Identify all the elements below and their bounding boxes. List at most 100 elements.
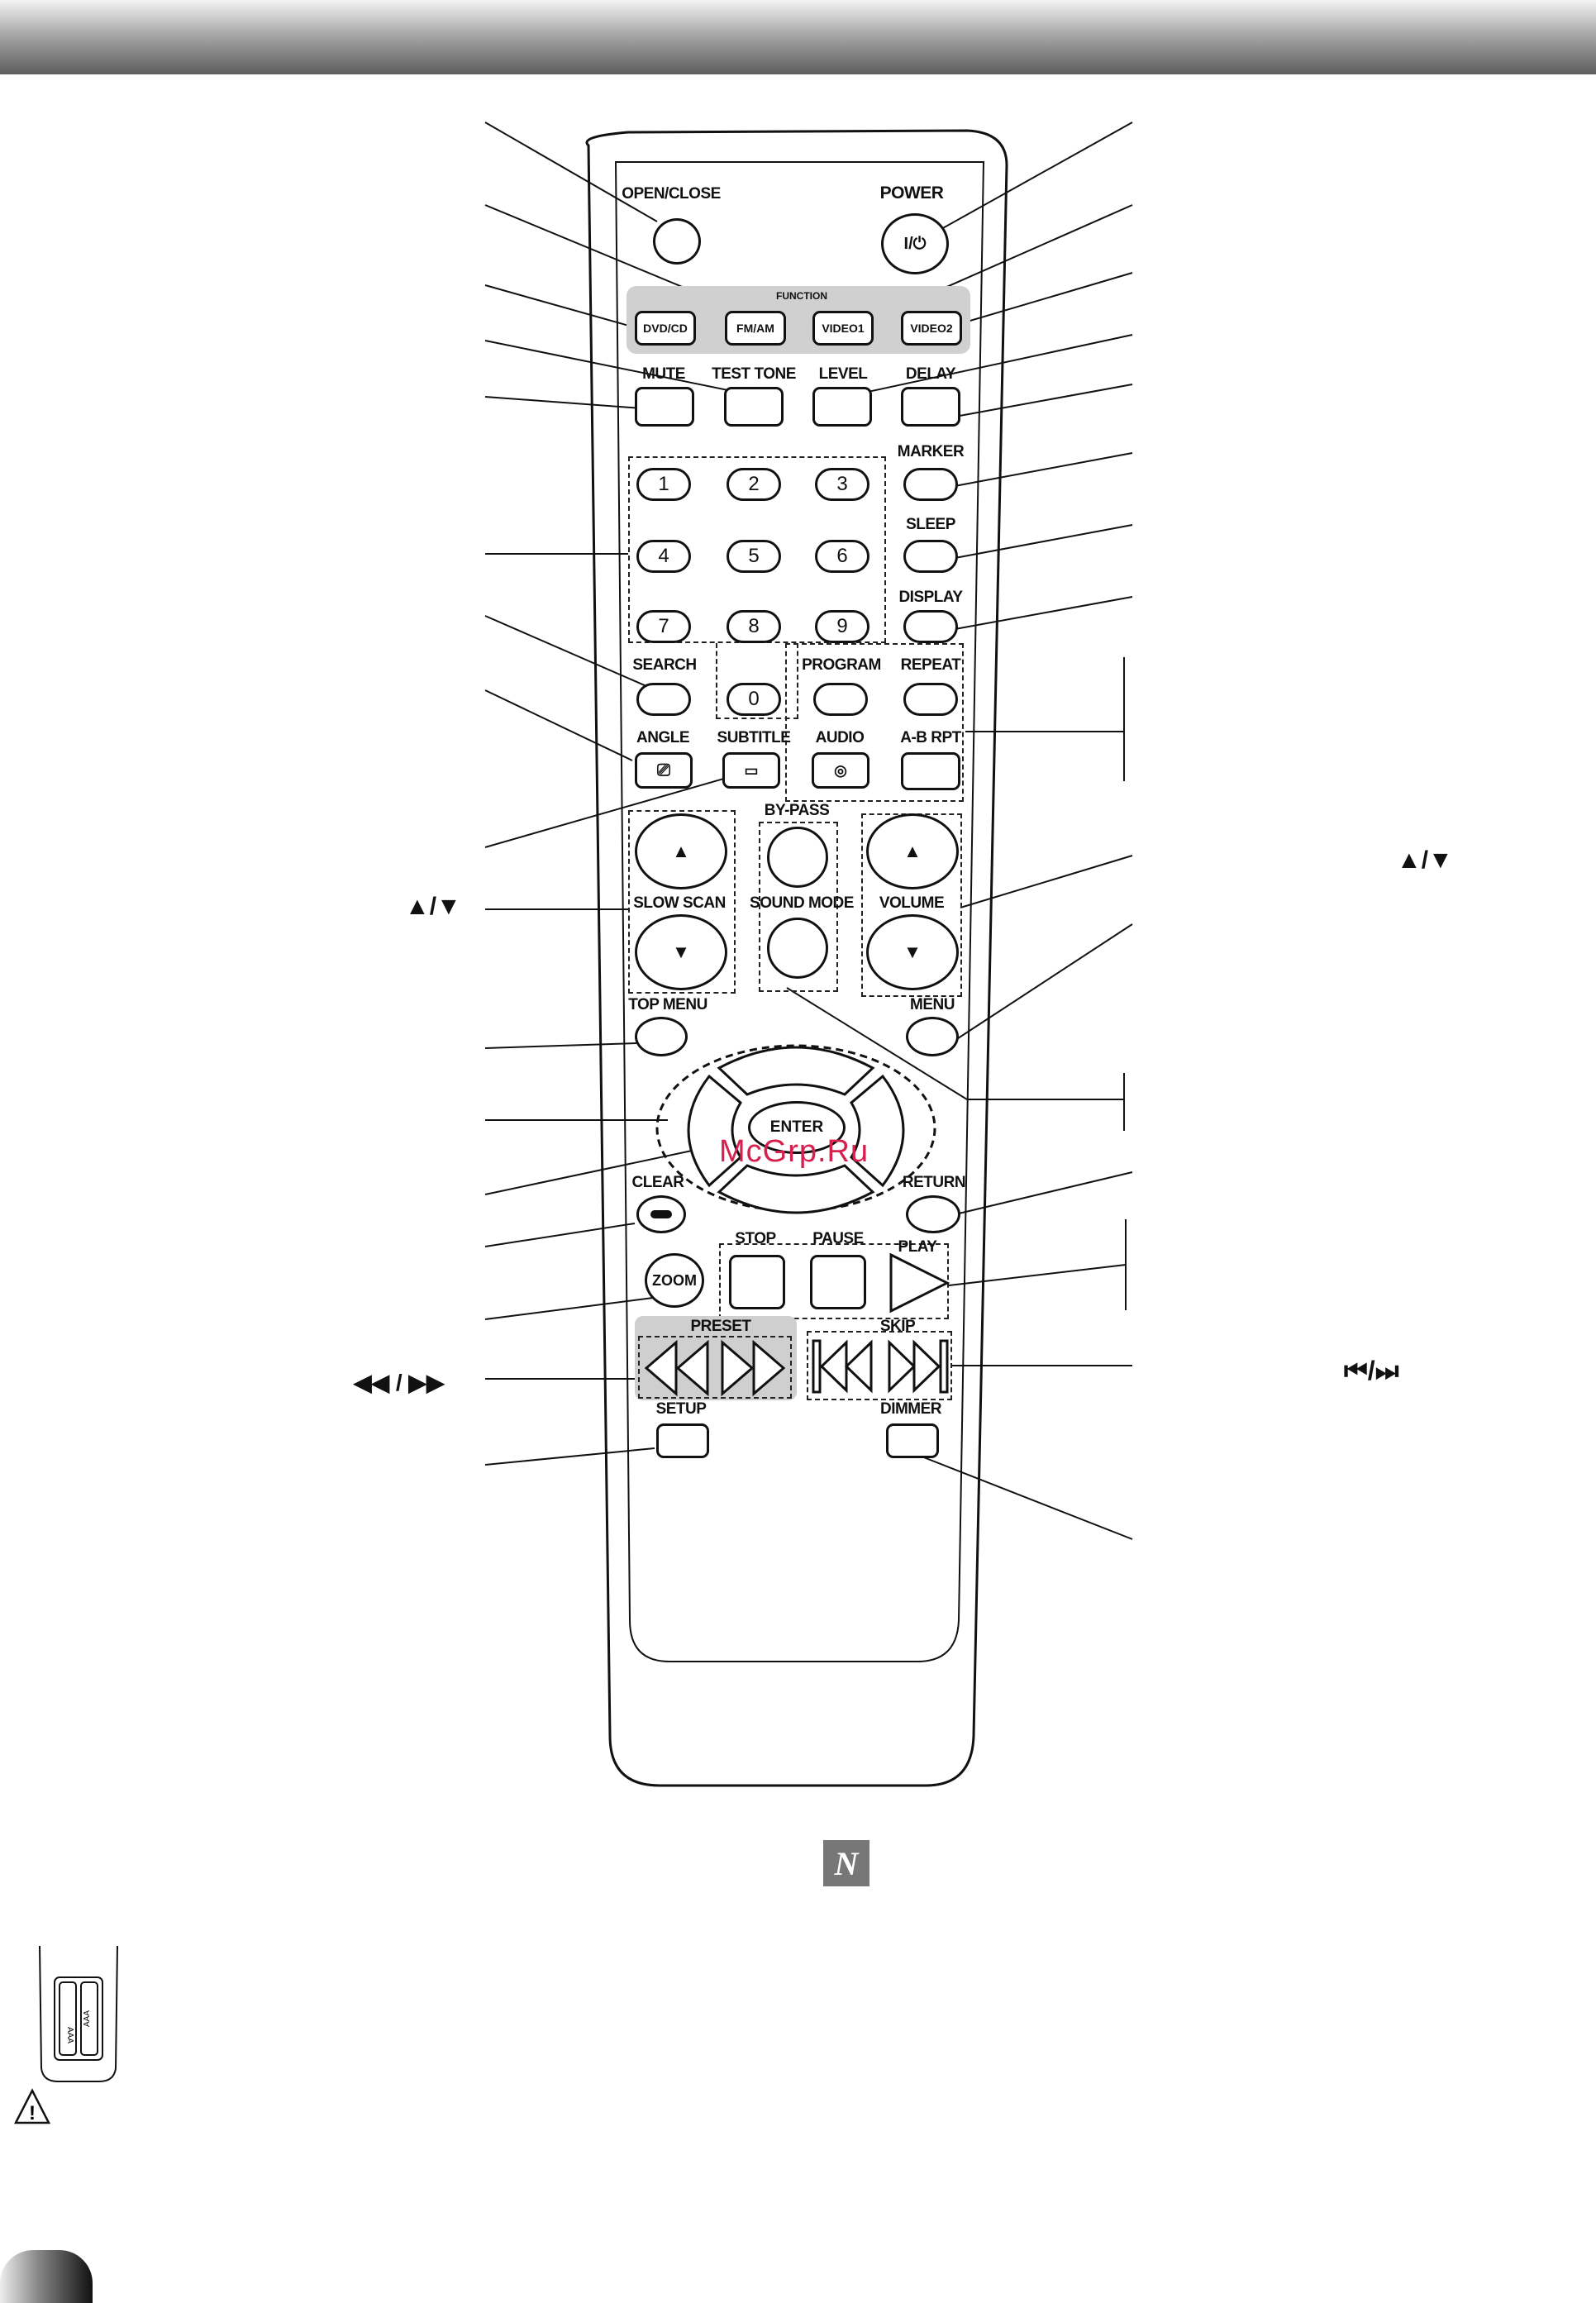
svg-text:AAA: AAA bbox=[83, 2010, 92, 2027]
nav-down-button[interactable] bbox=[717, 1164, 875, 1214]
play-button[interactable] bbox=[888, 1252, 950, 1314]
preset-next-icon[interactable] bbox=[721, 1339, 755, 1397]
repeat-button[interactable] bbox=[903, 683, 958, 716]
sound-mode-button[interactable] bbox=[767, 918, 828, 979]
ab-repeat-button[interactable] bbox=[901, 752, 960, 790]
audio-icon: ◎ bbox=[834, 761, 847, 779]
watermark: McGrp.Ru bbox=[719, 1134, 869, 1169]
skip-prev-icon[interactable] bbox=[819, 1339, 848, 1394]
slow-scan-group bbox=[628, 810, 736, 994]
slow-scan-up-button[interactable]: ▲ bbox=[635, 813, 727, 889]
stop-button[interactable] bbox=[729, 1255, 785, 1309]
level-label: LEVEL bbox=[818, 365, 868, 383]
subtitle-button[interactable]: ▭ bbox=[722, 752, 780, 789]
mute-label: MUTE bbox=[642, 365, 685, 383]
preset-prev-icon[interactable] bbox=[644, 1339, 678, 1397]
slow-scan-down-button[interactable]: ▼ bbox=[635, 914, 727, 990]
number-key-5[interactable]: 5 bbox=[727, 540, 781, 573]
program-button[interactable] bbox=[813, 683, 868, 716]
audio-label: AUDIO bbox=[815, 729, 865, 746]
play-icon bbox=[889, 1252, 950, 1314]
by-pass-button[interactable] bbox=[767, 827, 828, 888]
nav-right-button[interactable] bbox=[850, 1074, 905, 1188]
repeat-label: REPEAT bbox=[900, 656, 961, 674]
video1-button[interactable]: VIDEO1 bbox=[812, 311, 874, 346]
skip-arrows-label: ⏮/⏭ bbox=[1344, 1356, 1399, 1385]
sound-mode-label: SOUND MODE bbox=[750, 894, 854, 912]
mute-button[interactable] bbox=[635, 387, 694, 427]
volume-down-button[interactable]: ▼ bbox=[866, 914, 959, 990]
nav-up-button[interactable] bbox=[717, 1046, 875, 1096]
delay-button[interactable] bbox=[901, 387, 960, 427]
audio-button[interactable]: ◎ bbox=[812, 752, 869, 789]
marker-button[interactable] bbox=[903, 468, 958, 501]
fm-am-button[interactable]: FM/AM bbox=[725, 311, 786, 346]
dimmer-button[interactable] bbox=[886, 1423, 939, 1458]
pause-button[interactable] bbox=[810, 1255, 866, 1309]
dvd-cd-button[interactable]: DVD/CD bbox=[635, 311, 696, 346]
volume-up-button[interactable]: ▲ bbox=[866, 813, 959, 889]
minus-icon bbox=[650, 1210, 672, 1218]
zero-key-group bbox=[716, 643, 798, 719]
program-label: PROGRAM bbox=[802, 656, 881, 674]
open-close-label: OPEN/CLOSE bbox=[622, 185, 721, 203]
level-button[interactable] bbox=[812, 387, 872, 427]
number-key-9[interactable]: 9 bbox=[815, 610, 869, 643]
camera-icon: ⎚ bbox=[657, 761, 670, 780]
number-key-6[interactable]: 6 bbox=[815, 540, 869, 573]
menu-label: MENU bbox=[910, 996, 955, 1013]
number-key-2[interactable]: 2 bbox=[727, 468, 781, 501]
search-button[interactable] bbox=[636, 683, 691, 716]
test-tone-label: TEST TONE bbox=[712, 365, 796, 383]
top-menu-button[interactable] bbox=[635, 1017, 688, 1056]
program-group bbox=[785, 643, 964, 802]
setup-label: SETUP bbox=[655, 1400, 707, 1418]
pause-label: PAUSE bbox=[812, 1230, 864, 1247]
number-key-0[interactable]: 0 bbox=[727, 683, 781, 716]
subtitle-icon: ▭ bbox=[744, 761, 759, 779]
zoom-button[interactable]: ZOOM bbox=[645, 1253, 704, 1308]
angle-label: ANGLE bbox=[636, 729, 690, 746]
display-button[interactable] bbox=[903, 610, 958, 643]
angle-button[interactable]: ⎚ bbox=[635, 752, 693, 789]
return-button[interactable] bbox=[906, 1195, 960, 1233]
sound-mode-group bbox=[759, 822, 838, 992]
nav-left-button[interactable] bbox=[687, 1074, 742, 1188]
marker-label: MARKER bbox=[897, 443, 965, 460]
skip-label: SKIP bbox=[879, 1318, 916, 1335]
enter-button[interactable]: ENTER bbox=[748, 1101, 846, 1154]
svg-text:AAA: AAA bbox=[65, 2027, 74, 2043]
setup-button[interactable] bbox=[656, 1423, 709, 1458]
clear-button[interactable] bbox=[636, 1195, 686, 1233]
skip-buttons[interactable] bbox=[810, 1337, 950, 1395]
sleep-button[interactable] bbox=[903, 540, 958, 573]
skip-group bbox=[807, 1331, 952, 1400]
return-label: RETURN bbox=[902, 1174, 966, 1191]
number-key-4[interactable]: 4 bbox=[636, 540, 691, 573]
number-key-3[interactable]: 3 bbox=[815, 468, 869, 501]
navigation-pad[interactable] bbox=[661, 1043, 934, 1217]
number-key-7[interactable]: 7 bbox=[636, 610, 691, 643]
number-key-1[interactable]: 1 bbox=[636, 468, 691, 501]
video2-button[interactable]: VIDEO2 bbox=[901, 311, 962, 346]
note-icon: N bbox=[823, 1840, 869, 1886]
skip-next-icon[interactable] bbox=[888, 1339, 917, 1394]
menu-button[interactable] bbox=[906, 1017, 959, 1056]
transport-group bbox=[719, 1243, 949, 1319]
by-pass-label: BY-PASS bbox=[764, 802, 830, 819]
power-label: POWER bbox=[879, 184, 944, 203]
open-close-button[interactable] bbox=[653, 218, 701, 265]
number-key-8[interactable]: 8 bbox=[727, 610, 781, 643]
test-tone-button[interactable] bbox=[724, 387, 784, 427]
preset-buttons[interactable] bbox=[643, 1339, 788, 1397]
triangle-down-icon: ▼ bbox=[903, 942, 922, 962]
volume-arrows-label: ▲/▼ bbox=[1397, 846, 1453, 874]
ab-rpt-label: A-B RPT bbox=[900, 729, 961, 746]
triangle-up-icon: ▲ bbox=[903, 841, 922, 861]
power-button[interactable]: I/⏻ bbox=[881, 213, 949, 274]
battery-compartment-illustration: AAA AAA bbox=[39, 1945, 118, 2082]
page-number-tab bbox=[0, 2250, 93, 2303]
svg-text:!: ! bbox=[29, 2102, 36, 2124]
preset-label: PRESET bbox=[690, 1318, 751, 1335]
